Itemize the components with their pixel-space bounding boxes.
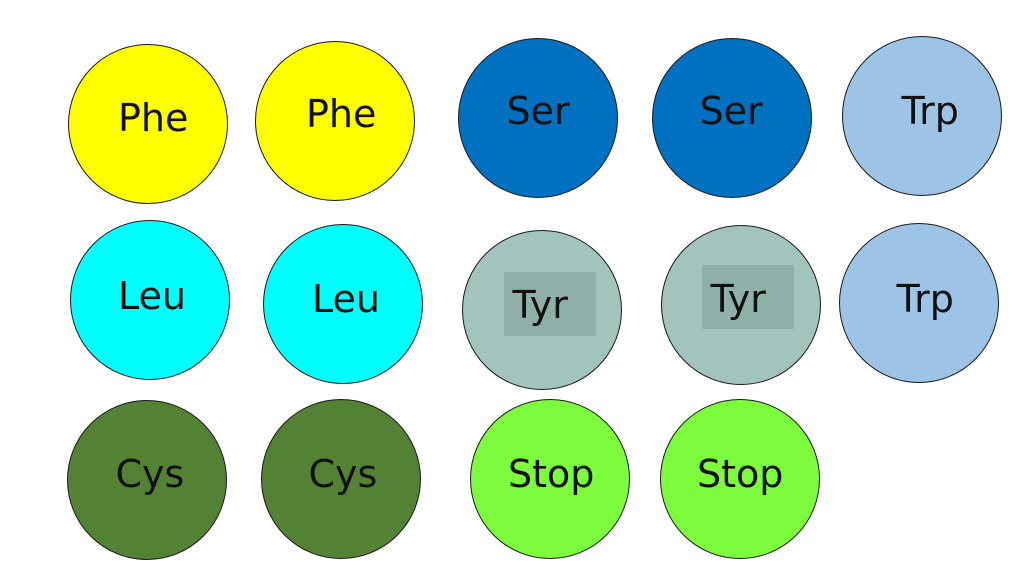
label-phe-1: Phe (118, 96, 189, 140)
label-tyr-1: Tyr (512, 283, 568, 327)
circle-stop-2 (660, 399, 820, 559)
circle-trp-2 (839, 223, 999, 383)
label-cys-1: Cys (115, 452, 185, 496)
circle-cys-1 (67, 400, 227, 560)
label-ser-1: Ser (506, 89, 570, 133)
circle-leu-2 (263, 224, 423, 384)
label-phe-2: Phe (306, 92, 377, 136)
label-stop-1: Stop (508, 452, 595, 496)
label-leu-1: Leu (118, 274, 186, 318)
circle-trp-1 (842, 36, 1002, 196)
circle-leu-1 (70, 220, 230, 380)
label-box-tyr-1 (504, 272, 596, 336)
label-ser-2: Ser (699, 89, 763, 133)
circle-cys-2 (261, 399, 421, 559)
circle-stop-1 (470, 399, 630, 559)
circle-ser-1 (458, 38, 618, 198)
label-box-tyr-2 (702, 265, 794, 329)
label-cys-2: Cys (308, 452, 378, 496)
circle-phe-1 (68, 44, 228, 204)
label-trp-1: Trp (901, 89, 959, 133)
label-tyr-2: Tyr (710, 277, 766, 321)
label-trp-2: Trp (896, 277, 954, 321)
label-leu-2: Leu (312, 277, 380, 321)
circle-phe-2 (255, 41, 415, 201)
circle-ser-2 (652, 38, 812, 198)
label-stop-2: Stop (697, 452, 784, 496)
